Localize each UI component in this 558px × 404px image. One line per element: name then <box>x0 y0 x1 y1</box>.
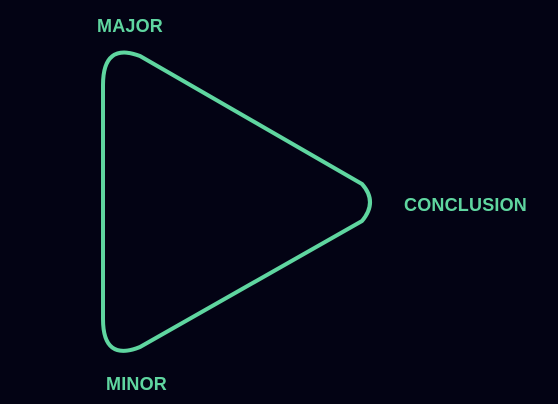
major-label: MAJOR <box>97 16 164 36</box>
minor-label: MINOR <box>106 374 167 394</box>
triangle-outline <box>101 50 372 353</box>
conclusion-label: CONCLUSION <box>404 195 527 215</box>
